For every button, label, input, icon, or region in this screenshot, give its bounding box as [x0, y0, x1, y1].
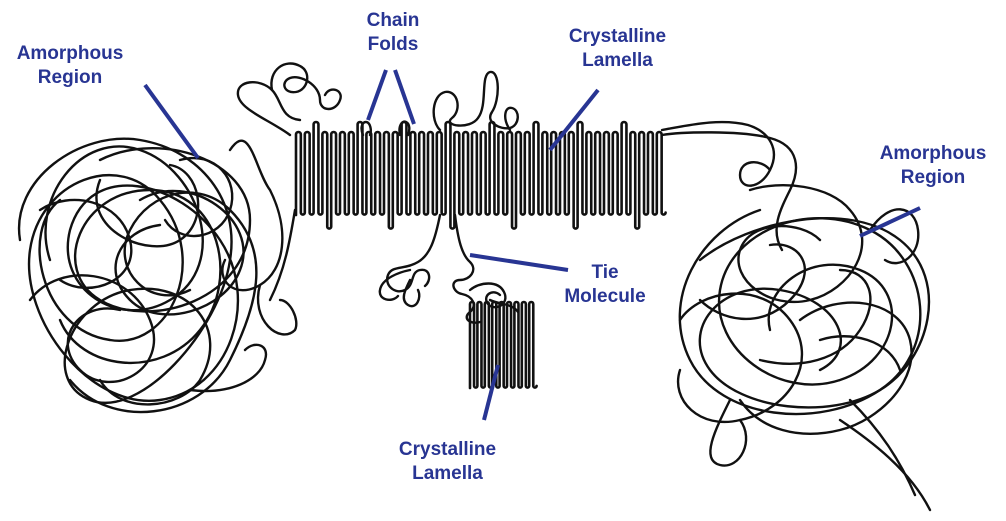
label-line: Region	[860, 166, 1006, 190]
amorphous-region-left-coil	[19, 139, 296, 412]
label-line: Lamella	[385, 462, 510, 486]
label-line: Tie	[540, 261, 670, 285]
amorphous-region-right-coil	[678, 185, 930, 510]
label-crystalline-lamella-bottom: Crystalline Lamella	[385, 438, 510, 486]
label-tie-molecule: Tie Molecule	[540, 261, 670, 309]
label-line: Region	[10, 66, 130, 90]
label-line: Folds	[348, 33, 438, 57]
label-line: Amorphous	[10, 42, 130, 66]
folded-chain-stems	[296, 122, 666, 229]
label-amorphous-region-right: Amorphous Region	[860, 142, 1006, 190]
crystalline-lamella-bottom	[470, 302, 537, 388]
leader-chain-folds-b	[395, 70, 414, 124]
label-line: Crystalline	[385, 438, 510, 462]
folded-chain-stems	[470, 302, 537, 388]
label-line: Molecule	[540, 285, 670, 309]
label-crystalline-lamella-top: Crystalline Lamella	[555, 25, 680, 73]
leader-chain-folds-a	[368, 70, 386, 120]
lamella-top-loops	[362, 72, 518, 135]
label-amorphous-region-left: Amorphous Region	[10, 42, 130, 90]
label-line: Amorphous	[860, 142, 1006, 166]
label-line: Lamella	[555, 49, 680, 73]
label-line: Chain	[348, 9, 438, 33]
crystalline-lamella-top	[296, 122, 666, 229]
chain-link-left	[238, 63, 341, 300]
label-chain-folds: Chain Folds	[348, 9, 438, 57]
label-line: Crystalline	[555, 25, 680, 49]
